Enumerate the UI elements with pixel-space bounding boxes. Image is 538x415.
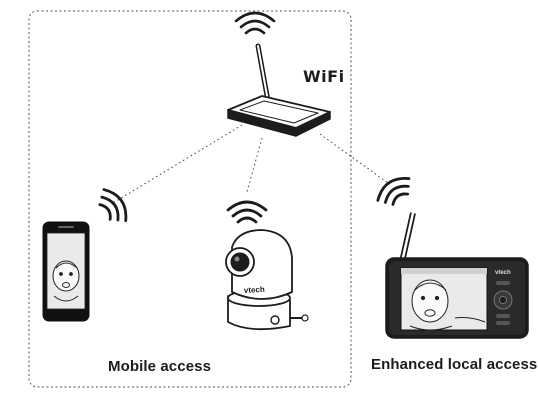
baby-camera: vtech	[225, 229, 309, 331]
connection-line-camera	[246, 137, 263, 193]
wifi-signal-icon-phone	[98, 188, 128, 223]
wifi-label: WiFi	[303, 67, 345, 86]
router	[227, 43, 331, 137]
smartphone	[42, 221, 90, 322]
wifi-signal-icon-camera	[226, 200, 268, 224]
monitor-brand-label: vtech	[495, 270, 511, 276]
wifi-signal-icon-monitor	[376, 177, 411, 206]
local-access-caption: Enhanced local access	[371, 356, 538, 373]
connection-line-phone	[112, 124, 243, 204]
mobile-access-caption: Mobile access	[108, 358, 212, 375]
mobile-access-boundary	[28, 10, 352, 388]
baby-face-phone	[52, 260, 80, 302]
camera-brand-label: vtech	[244, 285, 265, 295]
baby-face-monitor	[409, 279, 486, 331]
wifi-signal-icon-router	[234, 11, 276, 35]
connection-line-monitor	[319, 133, 389, 184]
parent-monitor: vtech	[385, 212, 529, 339]
